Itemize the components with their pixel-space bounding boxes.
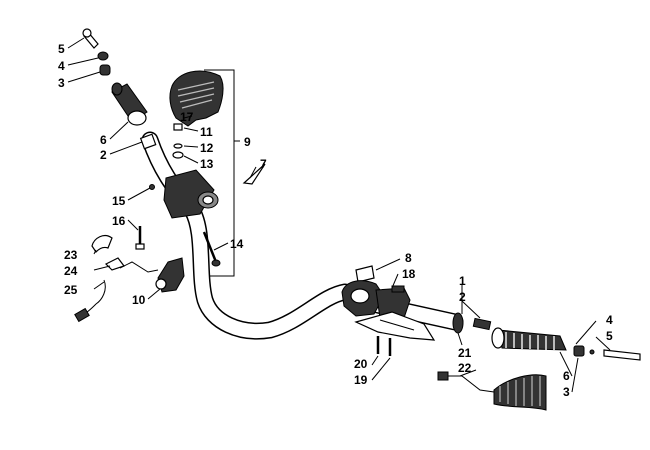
callout-label: 5 <box>58 42 65 56</box>
throttle-housing-15 <box>149 169 219 219</box>
callout-label: 23 <box>64 248 78 262</box>
callout-label: 6 <box>100 133 107 147</box>
callout-label: 3 <box>58 76 65 90</box>
group-bracket-9 <box>204 69 240 277</box>
callout-label: 16 <box>112 214 126 228</box>
callout-label: 20 <box>354 357 368 371</box>
callout-label: 10 <box>132 293 146 307</box>
callout-label: 6 <box>563 369 570 383</box>
screw-14 <box>202 231 221 267</box>
right-grip-assembly <box>452 312 641 361</box>
callout-label: 12 <box>200 141 214 155</box>
left-switch-parts <box>74 234 185 323</box>
heated-element-22 <box>437 371 547 411</box>
callout-label: 13 <box>200 157 214 171</box>
decal-7 <box>242 163 266 185</box>
callout-label: 5 <box>606 329 613 343</box>
callout-label: 11 <box>200 125 213 139</box>
leader-lines <box>67 37 611 393</box>
callout-label: 21 <box>458 346 472 360</box>
callout-label: 15 <box>112 194 126 208</box>
callout-label: 4 <box>606 313 613 327</box>
callout-label: 24 <box>64 264 78 278</box>
callout-label: 8 <box>405 251 412 265</box>
callout-label: 4 <box>58 59 65 73</box>
callout-label: 19 <box>354 373 368 387</box>
callout-label: 7 <box>260 157 267 171</box>
callout-label: 2 <box>100 148 107 162</box>
throttle-cover-17 <box>169 70 224 127</box>
callout-labels: 5 4 3 17 6 2 11 9 12 13 7 15 16 14 23 24… <box>58 42 613 399</box>
callout-label: 25 <box>64 283 78 297</box>
callout-label: 2 <box>459 290 466 304</box>
callout-label: 22 <box>458 361 472 375</box>
left-grip-assembly <box>82 28 157 150</box>
callout-label: 18 <box>402 267 416 281</box>
callout-label: 14 <box>230 237 244 251</box>
callout-label: 3 <box>563 385 570 399</box>
callout-label: 1 <box>459 274 466 288</box>
callout-label: 17 <box>180 110 194 124</box>
callout-label: 9 <box>244 135 251 149</box>
hardware-11-12-13 <box>172 123 184 159</box>
screw-16 <box>135 226 145 250</box>
right-control-housing <box>341 265 436 356</box>
